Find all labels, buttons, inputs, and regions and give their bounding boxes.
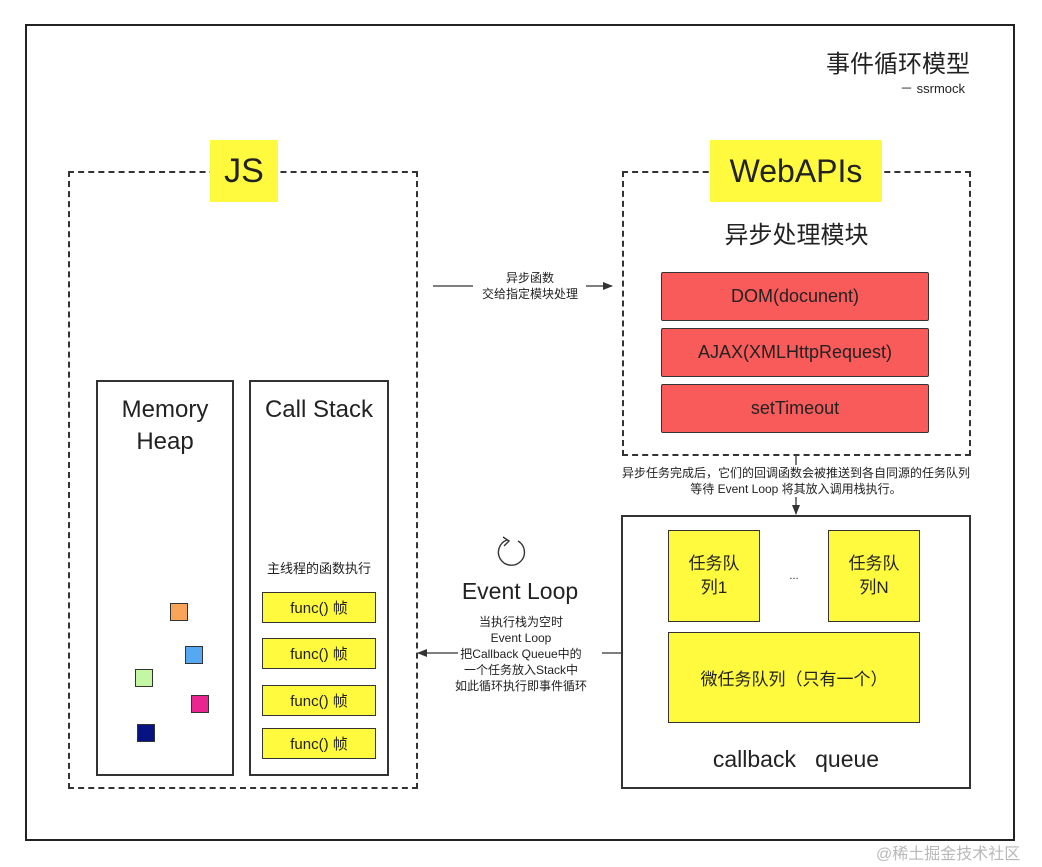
stack-frame: func() 帧	[262, 638, 376, 669]
cycle-icon	[497, 536, 526, 566]
diagram-author: － ssrmock	[900, 81, 966, 96]
task-queue-n: 任务队 列N	[828, 530, 920, 622]
callback-push-line1: 异步任务完成后，它们的回调函数会被推送到各自同源的任务队列	[621, 466, 970, 480]
memory-heap	[96, 380, 234, 776]
event-loop-desc-line: 一个任务放入Stack中	[463, 663, 578, 677]
heap-object	[135, 669, 153, 687]
webapis-label: WebAPIs	[710, 140, 882, 202]
webapis-subtitle: 异步处理模块	[724, 221, 869, 249]
webapi-dom: DOM(docunent)	[661, 272, 929, 321]
diagram-title: 事件循环模型	[826, 50, 970, 78]
js-label: JS	[210, 140, 278, 202]
stack-frame: func() 帧	[262, 592, 376, 623]
async-caption-line1: 异步函数	[505, 271, 554, 285]
heap-object	[185, 646, 203, 664]
async-caption-line2: 交给指定模块处理	[481, 287, 578, 301]
queue-ellipsis: ...	[789, 570, 799, 582]
main-thread-caption: 主线程的函数执行	[266, 561, 371, 576]
event-loop-desc-line: 当执行栈为空时	[478, 615, 563, 629]
diagram-frame	[25, 24, 1015, 841]
webapi-ajax: AJAX(XMLHttpRequest)	[661, 328, 929, 377]
event-loop-label: Event Loop	[461, 578, 579, 604]
stack-frame: func() 帧	[262, 685, 376, 716]
webapi-settimeout: setTimeout	[661, 384, 929, 433]
watermark: @稀土掘金技术社区	[876, 846, 1021, 863]
heap-object	[191, 695, 209, 713]
callback-push-caption: 异步任务完成后，它们的回调函数会被推送到各自同源的任务队列 等待 Event L…	[590, 465, 1002, 497]
event-loop-desc-line: 把Callback Queue中的	[460, 647, 582, 661]
call-stack-label: Call Stack	[264, 396, 374, 423]
event-loop-desc-line: Event Loop	[490, 631, 552, 645]
task-queue-1: 任务队 列1	[668, 530, 760, 622]
event-loop-desc-line: 如此循环执行即事件循环	[454, 679, 587, 693]
async-caption: 异步函数 交给指定模块处理	[466, 270, 594, 302]
microtask-queue: 微任务队列（只有一个）	[668, 632, 920, 723]
heap-object	[170, 603, 188, 621]
heap-object	[137, 724, 155, 742]
stack-frame: func() 帧	[262, 728, 376, 759]
callback-push-line2: 等待 Event Loop 将其放入调用栈执行。	[690, 482, 902, 496]
memory-heap-label: Memory Heap	[121, 396, 209, 455]
callback-queue-label: callback queue	[712, 746, 880, 772]
event-loop-description: 当执行栈为空时 Event Loop 把Callback Queue中的 一个任…	[446, 614, 596, 694]
